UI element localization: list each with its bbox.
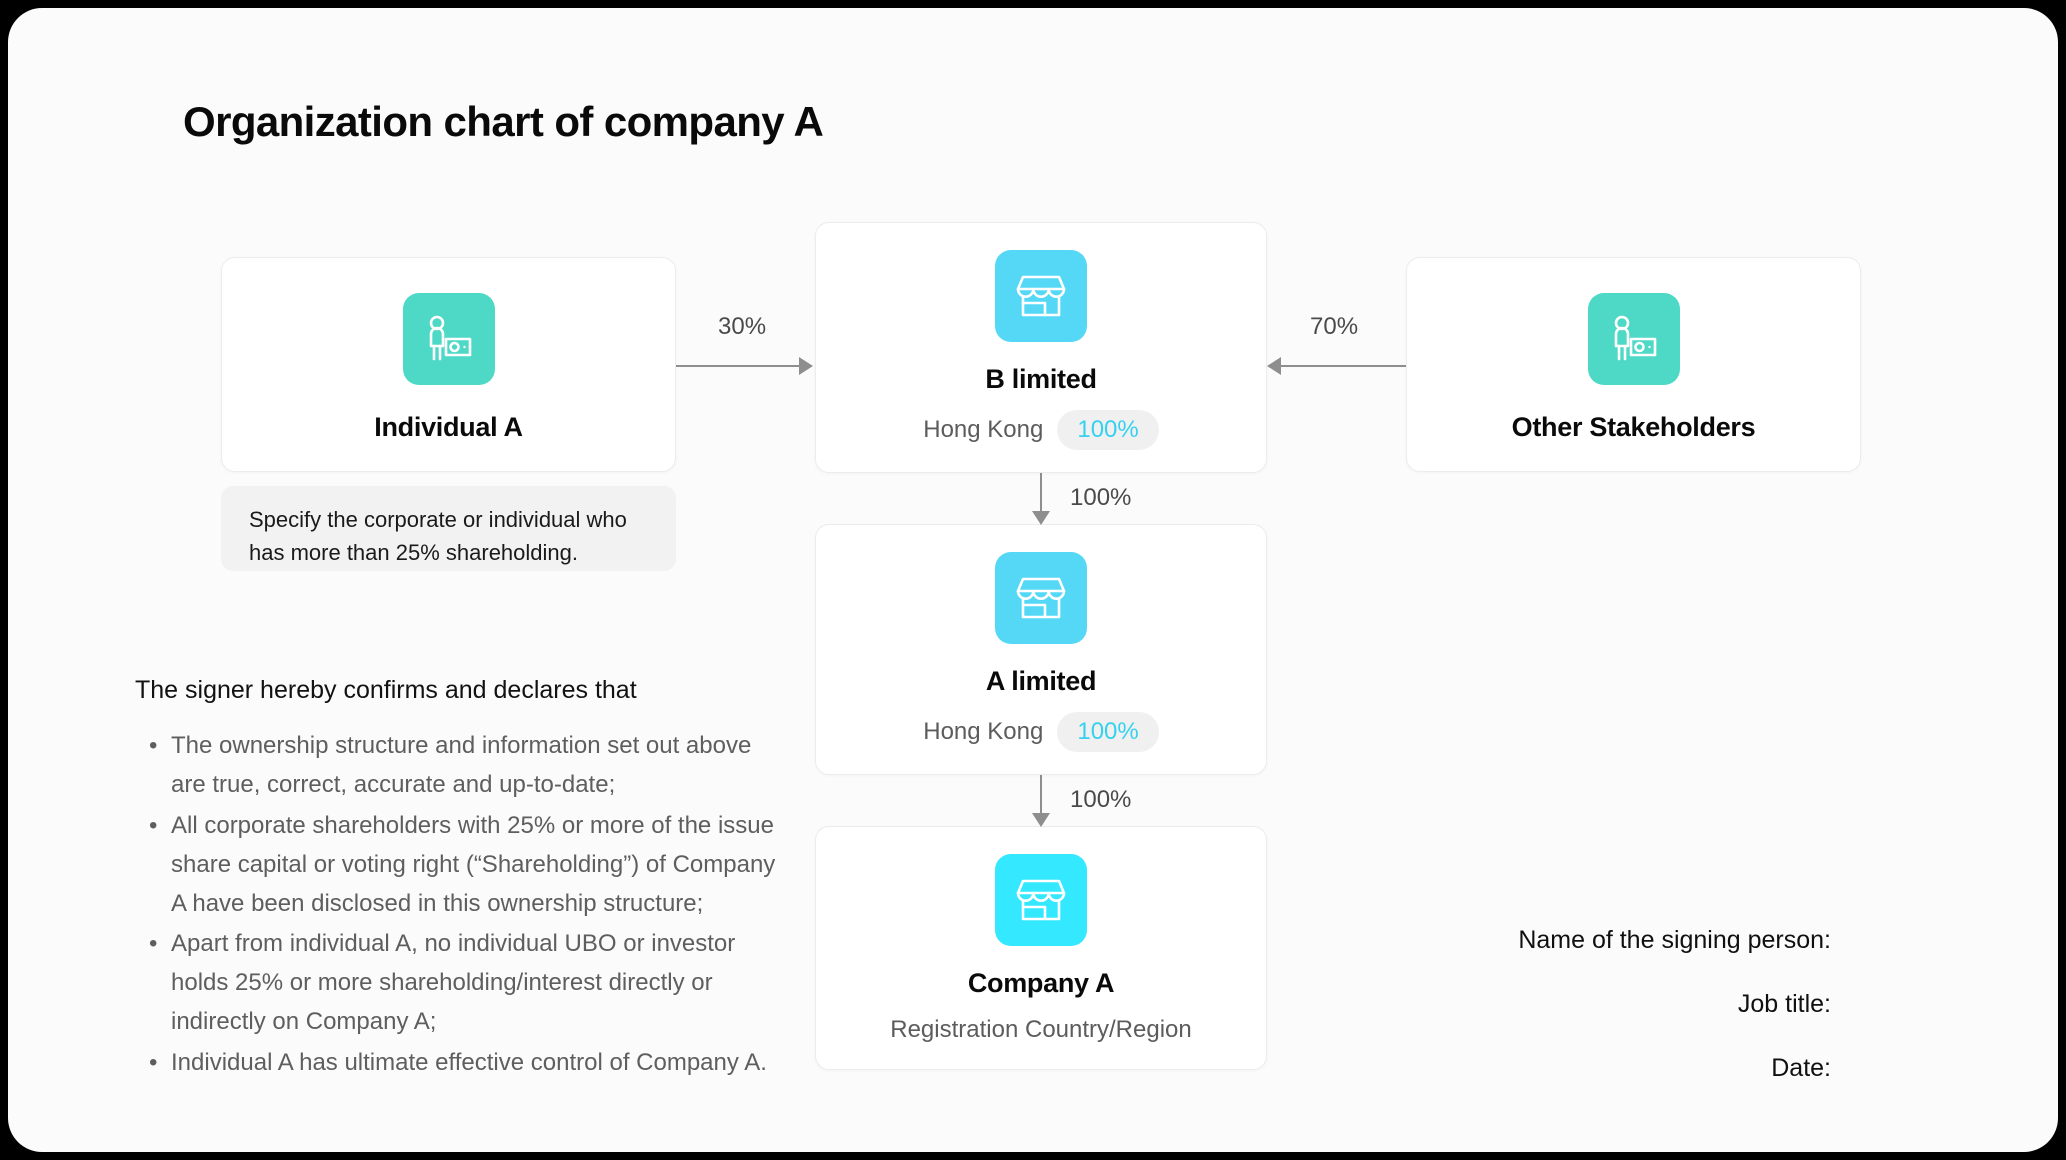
shop-icon [995, 854, 1087, 946]
declaration-item: Apart from individual A, no individual U… [145, 925, 785, 1042]
connector-arrow-down-a-to-company [1032, 813, 1050, 827]
connector-label-other-to-b: 70% [1310, 313, 1359, 340]
connector-arrow-right-individual-to-b [799, 357, 813, 375]
declaration-heading: The signer hereby confirms and declares … [135, 676, 637, 704]
connector-a-to-company [1040, 775, 1042, 815]
entity-name: B limited [985, 364, 1097, 394]
signature-block: Name of the signing person: Job title: D… [1311, 926, 1831, 1083]
connector-other-to-b [1280, 365, 1406, 367]
job-title-label: Job title: [1737, 990, 1831, 1018]
connector-arrow-down-b-to-a [1032, 511, 1050, 525]
shop-icon [995, 552, 1087, 644]
entity-name: Other Stakeholders [1511, 412, 1756, 442]
entity-card-company-a[interactable]: Company A Registration Country/Region [815, 826, 1267, 1070]
entity-name: Company A [967, 968, 1115, 998]
entity-country: Hong Kong [923, 416, 1044, 443]
declaration-item: Individual A has ultimate effective cont… [145, 1044, 785, 1083]
date-label: Date: [1771, 1054, 1831, 1082]
entity-card-other-stakeholders[interactable]: Other Stakeholders [1406, 257, 1861, 472]
note-bubble: Specify the corporate or individual who … [221, 486, 676, 571]
connector-label-individual-to-b: 30% [718, 313, 767, 340]
ownership-percent-badge: 100% [1057, 712, 1159, 752]
connector-arrow-left-other-to-b [1267, 357, 1281, 375]
entity-name: A limited [985, 666, 1097, 696]
connector-individual-to-b [676, 365, 801, 367]
entity-meta: Hong Kong 100% [923, 712, 1159, 752]
entity-country: Registration Country/Region [890, 1016, 1192, 1043]
entity-card-b-limited[interactable]: B limited Hong Kong 100% [815, 222, 1267, 473]
entity-card-individual-a[interactable]: Individual A [221, 257, 676, 472]
organization-chart-page: Organization chart of company A Individu… [8, 8, 2058, 1152]
person-money-icon [1587, 293, 1680, 385]
connector-label-a-to-company: 100% [1070, 786, 1132, 813]
connector-label-b-to-a: 100% [1070, 484, 1132, 511]
entity-card-a-limited[interactable]: A limited Hong Kong 100% [815, 524, 1267, 775]
declaration-list: The ownership structure and information … [145, 727, 785, 1085]
entity-meta: Hong Kong 100% [923, 410, 1159, 450]
declaration-item: All corporate shareholders with 25% or m… [145, 807, 785, 924]
entity-name: Individual A [374, 412, 523, 442]
connector-b-to-a [1040, 473, 1042, 513]
entity-country: Hong Kong [923, 718, 1044, 745]
person-money-icon [402, 293, 495, 385]
shop-icon [995, 250, 1087, 342]
page-title: Organization chart of company A [183, 98, 824, 145]
ownership-percent-badge: 100% [1057, 410, 1159, 450]
signing-person-name-label: Name of the signing person: [1518, 926, 1831, 954]
declaration-item: The ownership structure and information … [145, 727, 785, 805]
